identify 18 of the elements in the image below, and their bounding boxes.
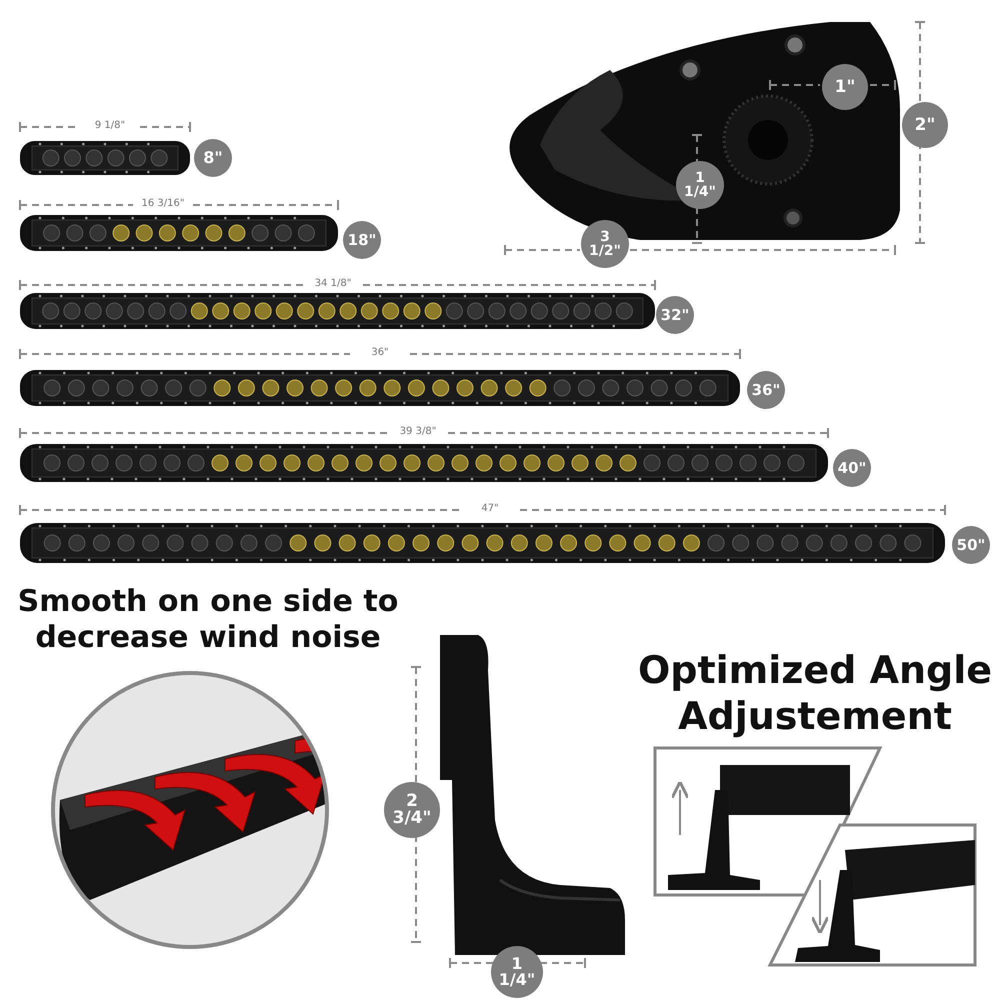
measurement-badge: 1 1/4" — [491, 946, 543, 998]
dimension-label: 16 3/16" — [142, 198, 184, 209]
heading: Optimized Angle Adjustement — [636, 648, 994, 740]
dimension-label: 39 3/8" — [400, 426, 436, 437]
measurement-badge: 36" — [747, 371, 785, 409]
dimension-label: 47" — [481, 503, 499, 514]
measurement-badge: 18" — [343, 221, 381, 259]
dimension-label: 9 1/8" — [94, 120, 126, 131]
measurement-badge: 2" — [902, 102, 948, 148]
dimension-label: 36" — [371, 347, 389, 358]
measurement-badge: 32" — [656, 296, 694, 334]
measurement-badge: 40" — [833, 449, 871, 487]
dimension-label: 34 1/8" — [314, 278, 352, 289]
heading: Smooth on one side to decrease wind noise — [16, 584, 400, 656]
measurement-badge: 8" — [194, 139, 232, 177]
measurement-badge: 3 1/2" — [581, 220, 629, 268]
measurement-badge: 50" — [952, 526, 990, 564]
measurement-badge: 2 3/4" — [384, 782, 440, 838]
